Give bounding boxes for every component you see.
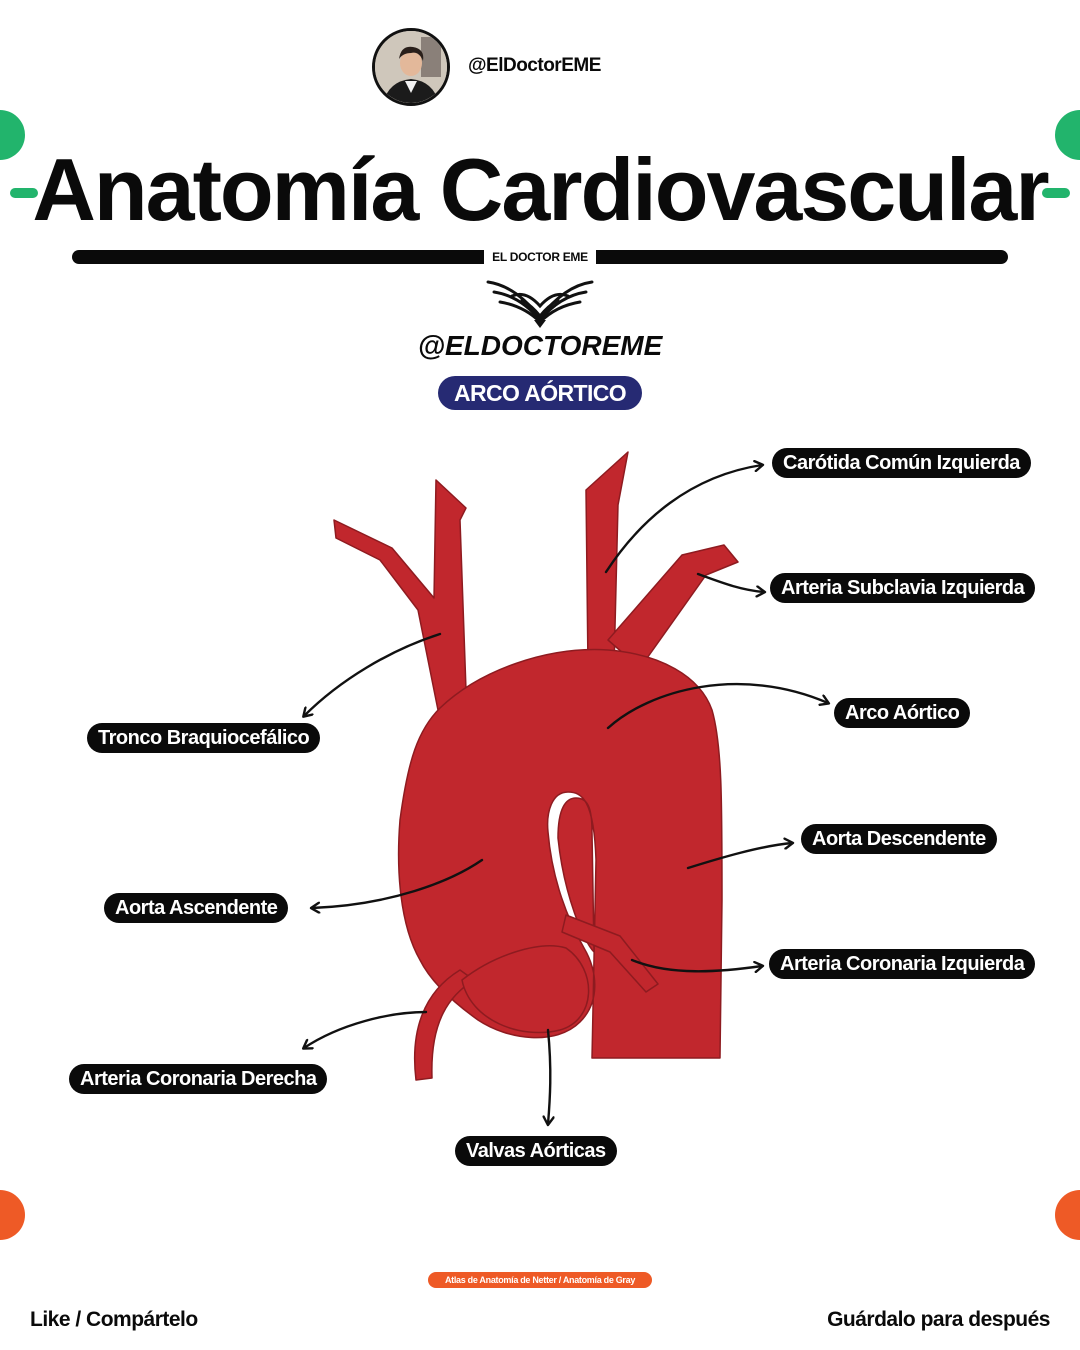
arrow-descending: [686, 843, 792, 870]
arrow-subclavian: [696, 572, 764, 592]
author-handle: @ElDoctorEME: [468, 55, 601, 76]
label-descending: Aorta Descendente: [801, 824, 997, 854]
left-coronary: [561, 914, 659, 993]
arrow-arch: [606, 682, 828, 730]
arrow-valves: [548, 1028, 550, 1124]
label-left-coronary: Arteria Coronaria Izquierda: [769, 949, 1036, 979]
right-coronary: [413, 969, 475, 1081]
left-subclavian: [607, 544, 739, 669]
logo-handle: @ELDOCTOREME: [417, 330, 663, 361]
label-right-coronary: Arteria Coronaria Derecha: [69, 1064, 328, 1094]
arrow-left-coronary: [630, 958, 762, 971]
person-icon: [375, 31, 447, 103]
title-dash-right: [1042, 188, 1070, 198]
footer-save-later: Guárdalo para después: [827, 1308, 1050, 1331]
left-carotid: [585, 451, 629, 669]
arrow-right-coronary: [304, 1010, 428, 1048]
label-valves: Valvas Aórticas: [455, 1136, 617, 1166]
label-arch: Arco Aórtico: [834, 698, 971, 728]
brand-line-text: EL DOCTOR EME: [484, 250, 596, 264]
arrow-carotid: [604, 465, 762, 574]
arrow-ascending: [312, 858, 484, 908]
aorta-illustration: [333, 451, 739, 1081]
page-title: Anatomía Cardiovascular: [32, 140, 1049, 239]
aortic-valves: [461, 945, 590, 1034]
label-brachiocephalic: Tronco Braquiocefálico: [87, 723, 321, 753]
brachiocephalic-trunk: [333, 479, 467, 721]
label-subclavian: Arteria Subclavia Izquierda: [770, 573, 1036, 603]
arrow-brachiocephalic: [304, 632, 442, 716]
avatar[interactable]: [372, 28, 450, 106]
label-ascending: Aorta Ascendente: [104, 893, 289, 923]
title-dash-left: [10, 188, 38, 198]
footer-like-share: Like / Compártelo: [30, 1308, 198, 1331]
section-title: ARCO AÓRTICO: [438, 376, 642, 410]
brand-line: EL DOCTOR EME: [0, 250, 1080, 264]
source-citation: Atlas de Anatomía de Netter / Anatomía d…: [428, 1272, 652, 1288]
label-carotid: Carótida Común Izquierda: [772, 448, 1031, 478]
aorta-body: [397, 648, 723, 1059]
